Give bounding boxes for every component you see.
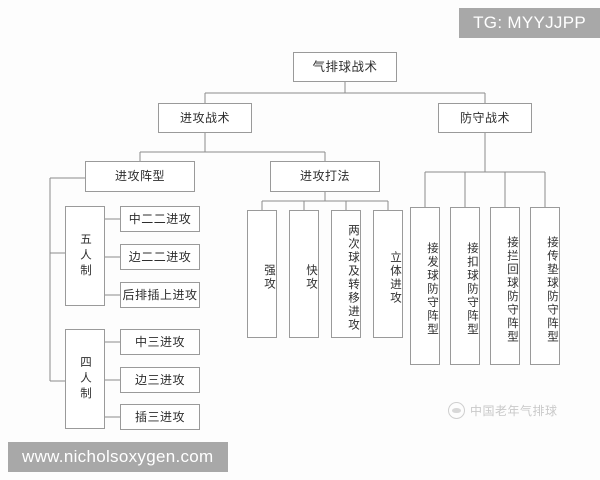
node-five-player-item-1[interactable]: 中二二进攻 [120, 206, 200, 232]
node-offense-formation[interactable]: 进攻阵型 [85, 161, 195, 192]
node-playstyle-4[interactable]: 立体进攻 [373, 210, 403, 338]
node-four-player-item-1[interactable]: 中三进攻 [120, 329, 200, 355]
node-offense-tactics[interactable]: 进攻战术 [158, 103, 252, 133]
watermark: 中国老年气排球 [448, 402, 558, 419]
node-group-four-player[interactable]: 四人制 [65, 329, 105, 429]
node-defense-tactics[interactable]: 防守战术 [438, 103, 532, 133]
node-five-player-item-2[interactable]: 边二二进攻 [120, 244, 200, 270]
url-banner: www.nicholsoxygen.com [8, 442, 228, 472]
node-playstyle-3[interactable]: 两次球及转移进攻 [331, 210, 361, 338]
node-defense-formation-3[interactable]: 接拦回球防守阵型 [490, 207, 520, 365]
node-group-five-player[interactable]: 五人制 [65, 206, 105, 306]
node-five-player-item-3[interactable]: 后排插上进攻 [120, 282, 200, 308]
node-defense-formation-1[interactable]: 接发球防守阵型 [410, 207, 440, 365]
node-four-player-item-3[interactable]: 插三进攻 [120, 404, 200, 430]
node-defense-formation-2[interactable]: 接扣球防守阵型 [450, 207, 480, 365]
node-four-player-item-2[interactable]: 边三进攻 [120, 367, 200, 393]
node-playstyle-2[interactable]: 快攻 [289, 210, 319, 338]
node-playstyle-1[interactable]: 强攻 [247, 210, 277, 338]
watermark-label: 中国老年气排球 [470, 404, 558, 418]
tg-banner: TG: MYYJJPP [459, 8, 600, 38]
node-defense-formation-4[interactable]: 接传垫球防守阵型 [530, 207, 560, 365]
node-offense-playstyle[interactable]: 进攻打法 [270, 161, 380, 192]
volleyball-logo-icon [448, 402, 465, 419]
node-root[interactable]: 气排球战术 [293, 52, 397, 82]
